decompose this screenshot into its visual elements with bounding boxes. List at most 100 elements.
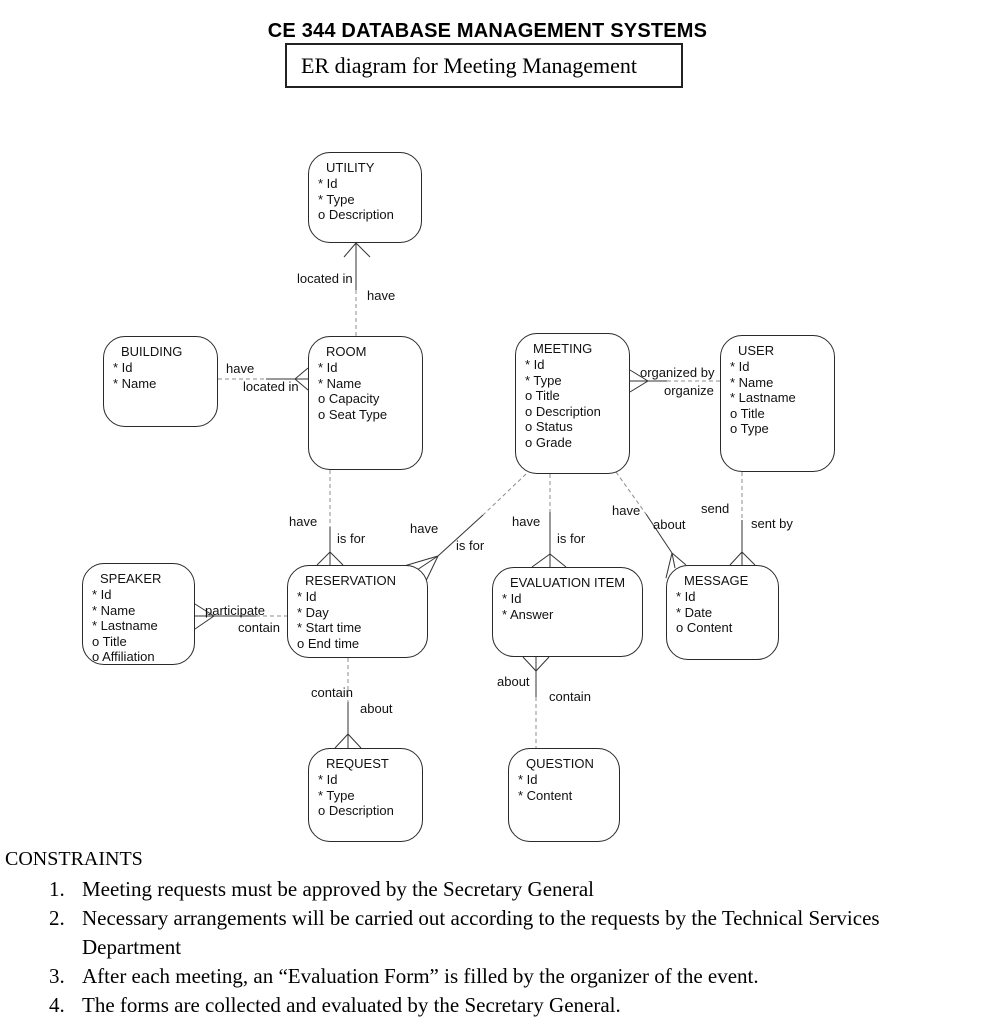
entity-attribute: o Seat Type <box>318 406 388 422</box>
entity-attribute: * Name <box>113 375 157 391</box>
rel-label-user-message: send <box>701 501 730 516</box>
relationship-user-message <box>729 472 756 566</box>
relationship-line-dashed <box>615 471 647 515</box>
relationship-line <box>294 367 309 380</box>
relationship-line <box>549 553 567 568</box>
relationship-lines-layer <box>194 242 756 749</box>
relationship-line <box>347 733 362 749</box>
relationship-meeting-evaluation-item <box>531 474 567 568</box>
rel-label-meeting-user: organize <box>664 383 714 398</box>
relationship-line <box>629 380 649 393</box>
constraint-item: 3. After each meeting, an “Evaluation For… <box>5 962 965 991</box>
relationship-line <box>535 656 550 672</box>
entity-attribute: o Grade <box>525 434 572 450</box>
entity-attribute: * Id <box>297 589 317 604</box>
constraints-heading: CONSTRAINTS <box>5 848 143 870</box>
rel-label-meeting-evaluation-item: is for <box>557 531 586 546</box>
relationship-line <box>294 378 309 391</box>
entity-attribute: o End time <box>297 635 360 651</box>
constraint-number: 1. <box>49 877 65 901</box>
relationship-line <box>671 552 687 566</box>
entity-attribute: * Day <box>297 604 329 620</box>
entity-attribute: * Name <box>730 374 774 390</box>
rel-label-utility-room: have <box>367 288 396 303</box>
entity-attribute: * Id <box>518 772 538 787</box>
entity-attribute: * Type <box>318 787 355 803</box>
entity-attribute: * Type <box>525 372 562 388</box>
entity-attribute: * Lastname <box>92 618 158 633</box>
relationship-room-reservation <box>316 470 344 566</box>
entity-attribute: o Title <box>92 633 127 649</box>
entity-attribute: * Name <box>92 602 136 618</box>
relationship-line <box>522 656 537 672</box>
relationship-speaker-reservation <box>194 603 287 630</box>
constraint-item: 4.The forms are collected and evaluated … <box>5 991 965 1020</box>
rel-label-building-room: have <box>226 361 255 376</box>
page-title: CE 344 DATABASE MANAGEMENT SYSTEMS <box>267 20 708 42</box>
relationship-evaluation-item-question <box>522 656 550 748</box>
rel-label-user-message: sent by <box>751 516 793 531</box>
relationship-meeting-user <box>629 369 720 393</box>
entity-attribute: o Title <box>730 405 765 421</box>
entity-attribute: * Answer <box>502 606 554 622</box>
constraint-number: 3. <box>49 964 65 988</box>
entity-name: QUESTION <box>526 756 594 771</box>
entity-name: SPEAKER <box>100 571 162 586</box>
entity-attribute: o Affiliation <box>92 649 155 664</box>
entity-attribute: o Type <box>730 421 769 436</box>
relationship-building-room <box>218 367 309 391</box>
entity-attribute: * Id <box>502 591 522 606</box>
entity-attribute: * Id <box>676 589 696 604</box>
rel-label-meeting-user: organized by <box>640 365 715 380</box>
relationship-line <box>645 513 673 554</box>
entity-attribute: * Type <box>318 191 355 207</box>
relationship-line <box>729 551 743 566</box>
constraints-section: CONSTRAINTS 1. Meeting requests must be a… <box>5 846 965 1020</box>
constraint-text: Meeting requests must be approved by the… <box>82 877 594 901</box>
entity-attribute: o Description <box>525 403 601 419</box>
constraint-item: 2. Necessary arrangements will be carried… <box>5 904 965 962</box>
entity-name: USER <box>738 343 775 358</box>
entity-name: UTILITY <box>326 160 375 175</box>
relationship-line <box>194 615 215 630</box>
rel-label-reservation-request: contain <box>311 685 353 700</box>
relationship-line-dashed <box>482 473 527 516</box>
entity-attribute: * Id <box>318 176 338 191</box>
relationship-line <box>403 555 439 567</box>
entity-name: MEETING <box>533 341 593 356</box>
entity-building: BUILDING* Id* Name <box>103 336 218 427</box>
subtitle-text: ER diagram for Meeting Management <box>301 53 638 78</box>
relationship-line <box>629 369 649 382</box>
rel-label-utility-room: located in <box>297 271 353 286</box>
relationship-line <box>355 242 371 258</box>
constraint-text: Necessary arrangements will be carried o… <box>82 906 880 959</box>
relationship-line <box>741 551 756 566</box>
entity-attribute: o Status <box>525 419 573 434</box>
relationship-line <box>329 551 344 566</box>
rel-label-reservation-request: about <box>360 701 393 716</box>
entity-attribute: * Content <box>518 787 573 803</box>
entity-attribute: o Description <box>318 803 394 818</box>
relationship-reservation-request <box>334 658 362 749</box>
constraint-number: 2. <box>49 906 65 930</box>
entity-evaluation-item: EVALUATION ITEM* Id* Answer <box>492 567 643 657</box>
relationship-line <box>671 552 676 569</box>
rel-label-meeting-message: about <box>653 517 686 532</box>
relationship-line <box>531 553 551 568</box>
rel-label-room-reservation: have <box>289 514 318 529</box>
constraint-text: The forms are collected and evaluated by… <box>82 993 621 1017</box>
entity-attribute: o Title <box>525 388 560 403</box>
entity-attribute: o Description <box>318 207 394 222</box>
constraint-text: After each meeting, an “Evaluation Form”… <box>82 964 759 988</box>
entity-name: EVALUATION ITEM <box>510 575 626 590</box>
entity-name: RESERVATION <box>305 573 397 588</box>
rel-label-room-reservation: is for <box>337 531 366 546</box>
